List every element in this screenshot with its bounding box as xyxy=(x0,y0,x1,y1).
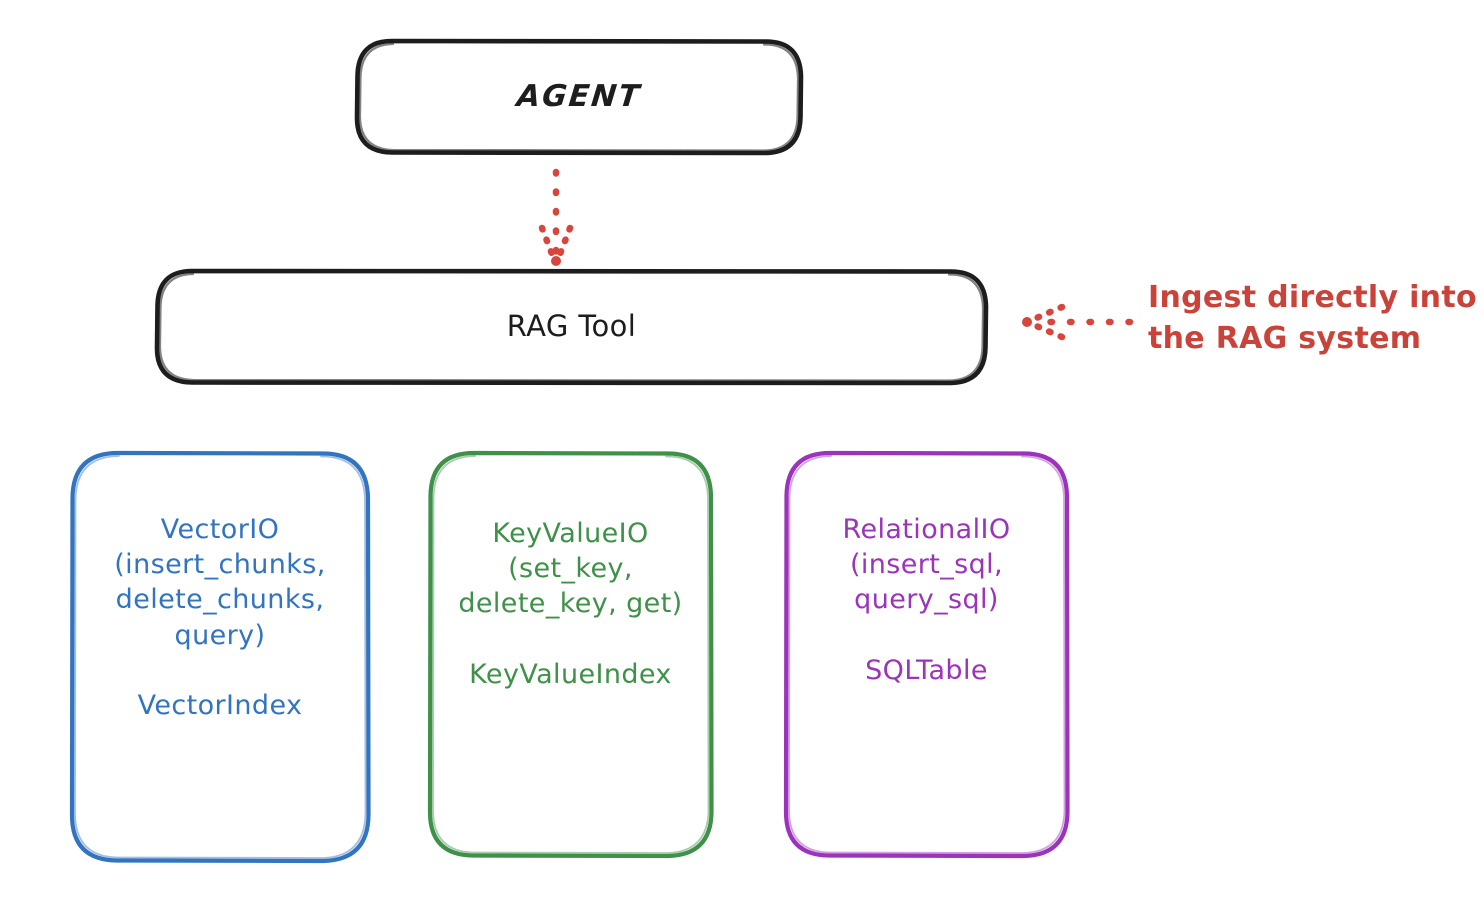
agent-node[interactable]: AGENT xyxy=(357,40,801,153)
relational-io-box-outline xyxy=(783,450,1070,859)
relational-io-node-label: RelationalIO (insert_sql, query_sql) SQL… xyxy=(842,514,1011,686)
agent-box-outline xyxy=(354,38,804,156)
vector-io-box-outline xyxy=(69,450,371,864)
key-value-io-box-outline xyxy=(427,450,714,859)
connector-agent-to-rag-tool xyxy=(538,168,574,266)
vector-io-node-label: VectorIO (insert_chunks, delete_chunks, … xyxy=(114,514,326,721)
rag-tool-box-outline xyxy=(154,268,989,386)
ingest-annotation-text: Ingest directly into the RAG system xyxy=(1148,280,1477,356)
key-value-io-node[interactable]: KeyValueIO (set_key, delete_key, get) Ke… xyxy=(430,452,711,856)
rag-tool-node[interactable]: RAG Tool xyxy=(157,270,986,383)
key-value-io-node-label: KeyValueIO (set_key, delete_key, get) Ke… xyxy=(458,518,683,690)
rag-tool-node-label: RAG Tool xyxy=(506,308,637,343)
agent-node-label: AGENT xyxy=(515,79,643,114)
relational-io-node[interactable]: RelationalIO (insert_sql, query_sql) SQL… xyxy=(786,452,1067,856)
vector-io-node[interactable]: VectorIO (insert_chunks, delete_chunks, … xyxy=(72,452,368,861)
connector-ingest-to-rag-tool xyxy=(1022,303,1134,341)
